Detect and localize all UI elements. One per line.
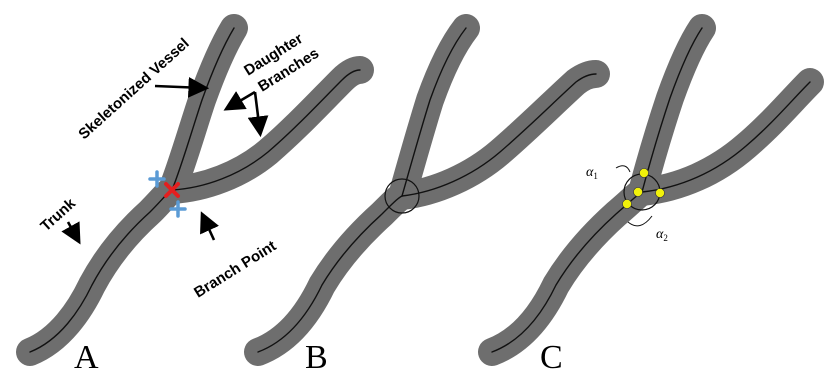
node-marker-center: [634, 188, 643, 197]
node-marker-right: [656, 189, 665, 198]
trunk-arrow: [68, 222, 78, 240]
alpha1-label: α1: [586, 165, 598, 181]
alpha2-label: α2: [656, 227, 668, 243]
daughter-arrow-left: [228, 92, 255, 108]
skeletonized-vessel-label: Skeletonized Vessel: [75, 35, 192, 143]
panel-label-b: B: [305, 339, 328, 376]
node-marker-left: [623, 200, 632, 209]
vessel-trunk-b: [258, 196, 402, 352]
panel-label-c: C: [540, 339, 563, 376]
branch-point-label: Branch Point: [191, 238, 279, 302]
node-marker-top: [640, 169, 649, 178]
alpha1-arc: [616, 166, 630, 172]
branch-point-arrow: [203, 216, 214, 240]
panel-c: α1 α2 C: [492, 28, 810, 376]
daughter-arrow-right: [255, 92, 260, 132]
panel-label-a: A: [74, 339, 99, 376]
vessel-trunk-c: [492, 192, 642, 352]
